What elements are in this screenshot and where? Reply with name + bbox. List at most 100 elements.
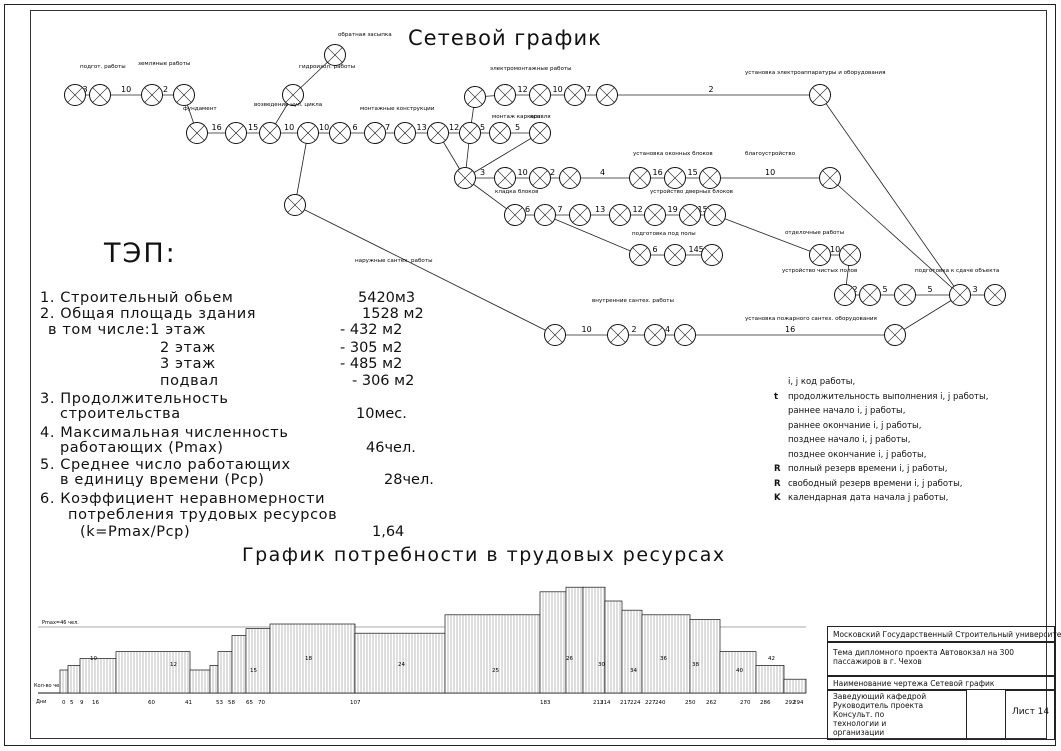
event-divider [287,197,303,213]
event-divider [702,170,718,186]
tep-item-value: 46чел. [366,440,416,456]
work-code: 6 [353,123,358,132]
event-divider [667,247,683,263]
event-node [884,324,906,346]
event-node [679,204,701,226]
worker-count-label: 12 [170,662,177,668]
event-node [839,244,861,266]
event-node [644,204,666,226]
work-code: 16 [653,168,663,177]
network-arrow [829,177,961,296]
event-divider [842,247,858,263]
histogram-bar [59,669,69,694]
event-divider [647,327,663,343]
legend-item: свободный резерв времени i, j работы, [788,478,963,489]
tep-item-value: - 485 м2 [340,356,403,372]
work-label: установка электроаппаратуры и оборудован… [745,70,885,76]
work-label: наружные сантех. работы [355,258,433,264]
tep-item-label: работающих (Pmax) [60,440,224,456]
event-divider [599,87,615,103]
event-node [569,204,591,226]
event-node [701,244,723,266]
event-divider [862,287,878,303]
work-label: подготовка к сдаче объекта [915,268,999,274]
legend-symbol: R [774,478,781,489]
worker-count-label: 30 [598,662,605,668]
work-code: 2 [853,285,858,294]
histogram-bar [539,591,567,694]
title-block-row [827,626,1055,642]
event-node [141,84,163,106]
event-divider [497,170,513,186]
event-node [394,122,416,144]
work-code: 16 [785,325,795,334]
workers-axis-label: Кол-во человек [34,683,75,689]
tep-item-value: 5420м3 [358,290,416,306]
worker-count-label: 24 [398,662,405,668]
worker-count-label: 40 [736,668,743,674]
work-code: 13 [595,205,605,214]
tep-title: ТЭП: [104,238,177,269]
day-tick: 53 [216,700,223,706]
pmax-label: Pmax=46 чел. [42,620,79,626]
work-code: 15 [698,205,708,214]
event-node [664,244,686,266]
day-tick: 292 [785,700,796,706]
event-divider [632,247,648,263]
event-divider [897,287,913,303]
work-label: установка пожарного сантех. оборудования [745,316,877,322]
event-divider [547,327,563,343]
title-block-row [827,642,1055,676]
tep-item-label: подвал [160,373,219,389]
drawing-sheet [4,4,1056,746]
work-code: 4 [600,168,605,177]
work-code: 12 [449,123,459,132]
role-project-lead: Руководитель проекта [833,701,924,710]
network-arrow [294,204,556,336]
event-divider [647,207,663,223]
legend-symbol: t [774,391,779,402]
day-tick: 16 [92,700,99,706]
sheet-number-cell [1005,690,1055,740]
event-divider [822,170,838,186]
event-node [459,122,481,144]
work-label: подгот. работы [80,64,126,70]
work-code: 2 [163,85,168,94]
title-block-row [827,676,1055,690]
event-divider [462,125,478,141]
event-node [324,44,346,66]
histogram-bar [269,623,356,694]
day-tick: 65 [246,700,253,706]
legend-item: i, j код работы, [788,377,856,387]
event-divider [887,327,903,343]
work-code: 145 [689,245,704,254]
event-node [596,84,618,106]
event-node [809,84,831,106]
title-block-cell [827,690,967,740]
network-arrow [819,94,961,296]
legend-item: раннее начало i, j работы, [788,406,906,416]
event-node [504,204,526,226]
tep-item-label: 6. Коэффициент неравномерности [40,491,326,507]
work-code: 3 [973,285,978,294]
legend-symbol: R [774,464,781,474]
work-label: обратная засыпка [338,32,392,38]
day-tick: 0 [62,700,66,706]
day-tick: 250 [685,700,696,706]
event-node [894,284,916,306]
day-tick: 70 [258,700,265,706]
tep-item-label: 2. Общая площадь здания [40,306,257,322]
network-title: Сетевой график [408,26,602,50]
histogram-bar [565,586,584,694]
histogram-bar [783,678,807,694]
histogram-bar [444,614,541,694]
day-tick: 227 [645,700,656,706]
worker-count-label: 25 [492,668,499,674]
event-node [529,122,551,144]
tep-item-value: - 432 м2 [340,322,403,338]
event-node [284,194,306,216]
tep-item-value: 1,64 [372,524,405,540]
event-divider [572,207,588,223]
network-arrow [544,214,641,256]
